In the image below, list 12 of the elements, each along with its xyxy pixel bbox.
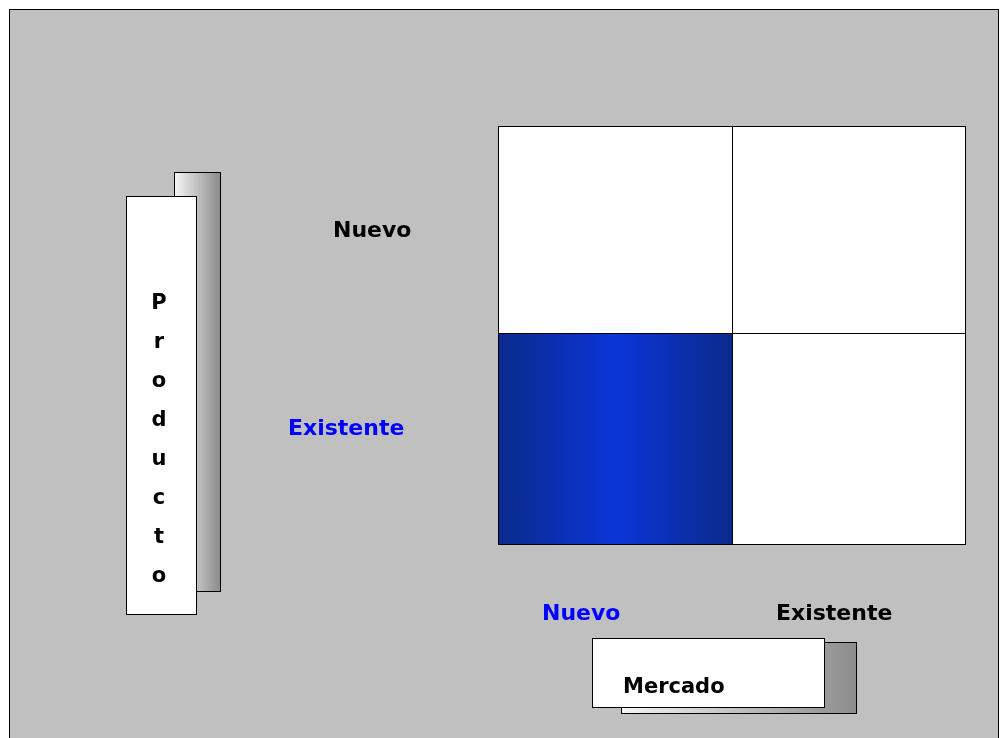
- axis-label: Nuevo: [542, 600, 621, 625]
- axis-label: Existente: [288, 415, 405, 440]
- matrix-quadrant: [498, 333, 733, 545]
- axis-title: Mercado: [623, 674, 725, 698]
- matrix-quadrant: [732, 126, 966, 334]
- axis-title-card: [592, 638, 825, 708]
- matrix-quadrant: [498, 126, 733, 334]
- axis-label: Nuevo: [333, 217, 412, 242]
- axis-title-card: [126, 196, 197, 615]
- axis-label: Existente: [776, 600, 893, 625]
- matrix-quadrant: [732, 333, 966, 545]
- axis-title: Producto: [150, 289, 168, 589]
